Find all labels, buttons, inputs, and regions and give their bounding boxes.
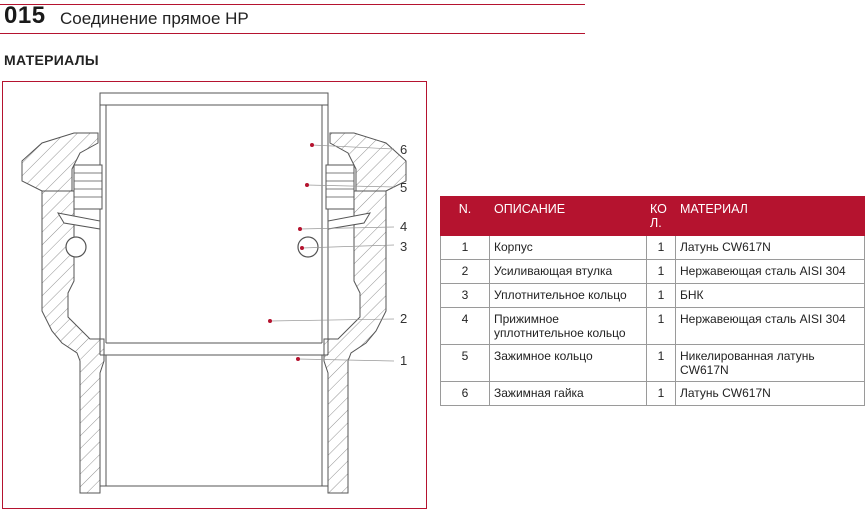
header-rule-bottom xyxy=(0,33,585,34)
cell-qty: 1 xyxy=(646,283,676,308)
cell-material: Латунь CW617N xyxy=(675,381,865,406)
product-title: Соединение прямое НР xyxy=(60,9,249,28)
cell-n: 2 xyxy=(440,259,490,284)
callout-4: 4 xyxy=(400,219,407,234)
col-qty-header: КО Л. xyxy=(646,196,676,236)
cell-n: 3 xyxy=(440,283,490,308)
cell-material: Латунь CW617N xyxy=(675,235,865,260)
cell-n: 1 xyxy=(440,235,490,260)
col-qty-header-line2: Л. xyxy=(650,216,662,230)
cell-qty: 1 xyxy=(646,344,676,382)
cell-description: Прижимное уплотнительное кольцо xyxy=(489,307,647,345)
col-material-header: МАТЕРИАЛ xyxy=(675,196,865,236)
table-row: 2 Усиливающая втулка 1 Нержавеющая сталь… xyxy=(440,259,865,284)
col-description-header: ОПИСАНИЕ xyxy=(489,196,647,236)
cell-description: Уплотнительное кольцо xyxy=(489,283,647,308)
cell-material: Никелированная латунь CW617N xyxy=(675,344,865,382)
cell-description: Зажимное кольцо xyxy=(489,344,647,382)
cell-description: Усиливающая втулка xyxy=(489,259,647,284)
section-title: МАТЕРИАЛЫ xyxy=(4,52,99,68)
cell-material: Нержавеющая сталь AISI 304 xyxy=(675,259,865,284)
cell-qty: 1 xyxy=(646,235,676,260)
table-row: 5 Зажимное кольцо 1 Никелированная латун… xyxy=(440,344,865,382)
table-header-row: N. ОПИСАНИЕ КО Л. МАТЕРИАЛ xyxy=(440,196,865,236)
table-row: 4 Прижимное уплотнительное кольцо 1 Нерж… xyxy=(440,307,865,345)
materials-table: N. ОПИСАНИЕ КО Л. МАТЕРИАЛ 1 Корпус 1 Ла… xyxy=(440,196,865,406)
page-header: 015 Соединение прямое НР xyxy=(0,2,585,34)
header-rule-top xyxy=(0,4,585,5)
cell-n: 6 xyxy=(440,381,490,406)
col-qty-header-line1: КО xyxy=(650,202,667,216)
cell-qty: 1 xyxy=(646,307,676,345)
table-row: 6 Зажимная гайка 1 Латунь CW617N xyxy=(440,381,865,406)
cell-qty: 1 xyxy=(646,259,676,284)
callout-1: 1 xyxy=(400,353,407,368)
cell-description: Корпус xyxy=(489,235,647,260)
callout-5: 5 xyxy=(400,180,407,195)
callout-2: 2 xyxy=(400,311,407,326)
col-n-header: N. xyxy=(440,196,490,236)
cell-n: 4 xyxy=(440,307,490,345)
cell-n: 5 xyxy=(440,344,490,382)
table-row: 3 Уплотнительное кольцо 1 БНК xyxy=(440,283,865,308)
fitting-section-drawing: 6 5 4 3 2 1 xyxy=(21,92,407,494)
table-row: 1 Корпус 1 Латунь CW617N xyxy=(440,235,865,260)
cell-material: БНК xyxy=(675,283,865,308)
callout-3: 3 xyxy=(400,239,407,254)
drawing-frame xyxy=(2,81,427,509)
product-code: 015 xyxy=(4,2,46,29)
cell-material: Нержавеющая сталь AISI 304 xyxy=(675,307,865,345)
callout-6: 6 xyxy=(400,142,407,157)
cell-description: Зажимная гайка xyxy=(489,381,647,406)
cell-qty: 1 xyxy=(646,381,676,406)
